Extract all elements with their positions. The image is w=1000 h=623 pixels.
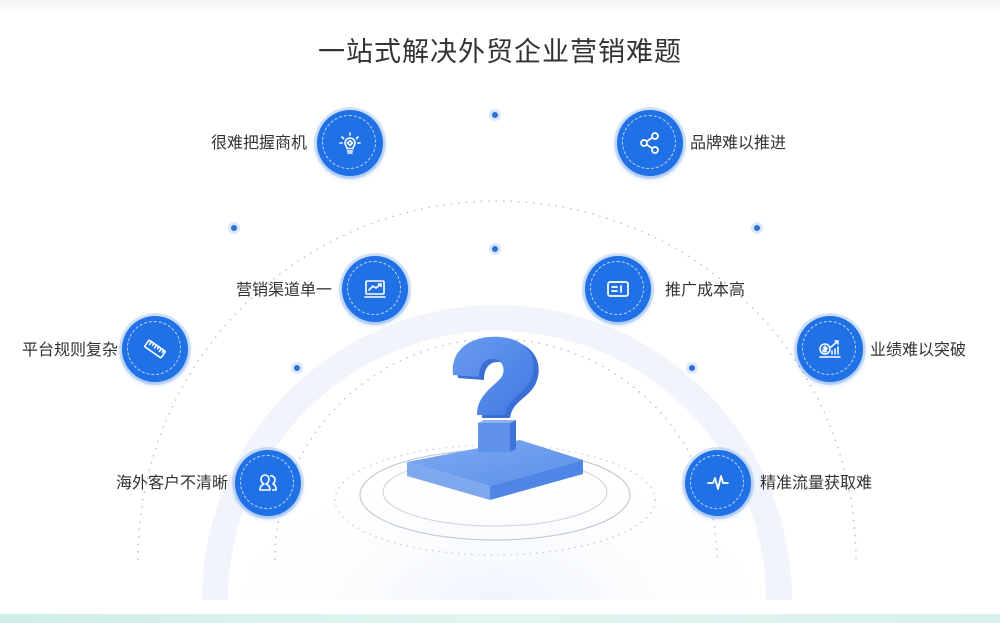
- problem-label-cost: 推广成本高: [665, 280, 746, 299]
- bottom-strip: [0, 614, 1000, 623]
- problem-node-customers: [235, 450, 301, 516]
- pulse-icon: [707, 475, 729, 490]
- top-fade: [0, 0, 1000, 14]
- card-icon: [607, 281, 629, 297]
- problem-label-brand: 品牌难以推进: [690, 133, 787, 152]
- problem-label-opportunity: 很难把握商机: [210, 133, 307, 152]
- problem-node-channel: [342, 256, 408, 322]
- users-icon: [259, 474, 277, 491]
- problem-label-traffic: 精准流量获取难: [760, 473, 873, 492]
- question-mark: [452, 336, 539, 418]
- problem-label-performance: 业绩难以突破: [870, 340, 967, 359]
- problem-node-rules: [122, 316, 188, 382]
- problem-label-channel: 营销渠道单一: [235, 280, 332, 299]
- problem-node-performance: [797, 316, 863, 382]
- share-icon: [640, 132, 659, 154]
- problem-label-customers: 海外客户不清晰: [115, 473, 228, 492]
- monitor-chart-icon: [364, 280, 386, 298]
- problem-node-traffic: [685, 450, 751, 516]
- pedestal: [407, 420, 583, 500]
- problem-node-brand: [617, 110, 683, 176]
- problem-node-opportunity: [317, 110, 383, 176]
- ruler-icon: [144, 339, 166, 359]
- arc-dots: [228, 109, 763, 374]
- lightbulb-icon: [339, 132, 361, 154]
- problem-node-cost: [585, 256, 651, 322]
- problem-label-rules: 平台规则复杂: [21, 340, 118, 359]
- revenue-growth-icon: [819, 340, 841, 358]
- page-title: 一站式解决外贸企业营销难题: [318, 37, 682, 68]
